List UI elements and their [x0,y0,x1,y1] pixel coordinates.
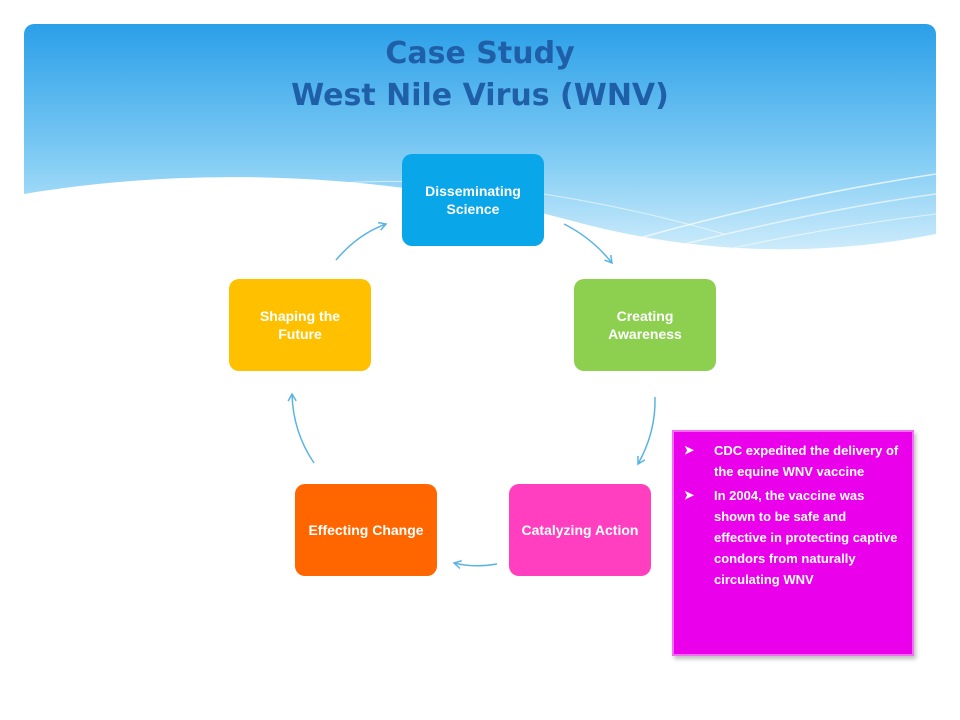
arrow-bullet-icon: ➤ [684,488,695,502]
callout-bullet: ➤ In 2004, the vaccine was shown to be s… [680,485,902,590]
cycle-node-shaping-the-future: Shaping the Future [229,279,371,371]
wnv-callout-box: ➤ CDC expedited the delivery of the equi… [672,430,914,656]
arrow-action-to-change [452,560,498,570]
slide-title: Case Study [385,36,575,71]
callout-bullet-list: ➤ CDC expedited the delivery of the equi… [680,440,902,590]
callout-bullet: ➤ CDC expedited the delivery of the equi… [680,440,902,482]
arrow-science-to-awareness [563,223,613,265]
arrow-awareness-to-action [637,396,656,466]
arrow-future-to-science [335,221,388,261]
arrow-change-to-future [287,392,315,464]
cycle-node-catalyzing-action: Catalyzing Action [509,484,651,576]
cycle-node-creating-awareness: Creating Awareness [574,279,716,371]
slide-subtitle: West Nile Virus (WNV) [291,78,669,113]
callout-bullet-text: In 2004, the vaccine was shown to be saf… [714,488,898,587]
arrow-bullet-icon: ➤ [684,443,695,457]
callout-bullet-text: CDC expedited the delivery of the equine… [714,443,899,479]
cycle-node-effecting-change: Effecting Change [295,484,437,576]
cycle-node-disseminating-science: Disseminating Science [402,154,544,246]
